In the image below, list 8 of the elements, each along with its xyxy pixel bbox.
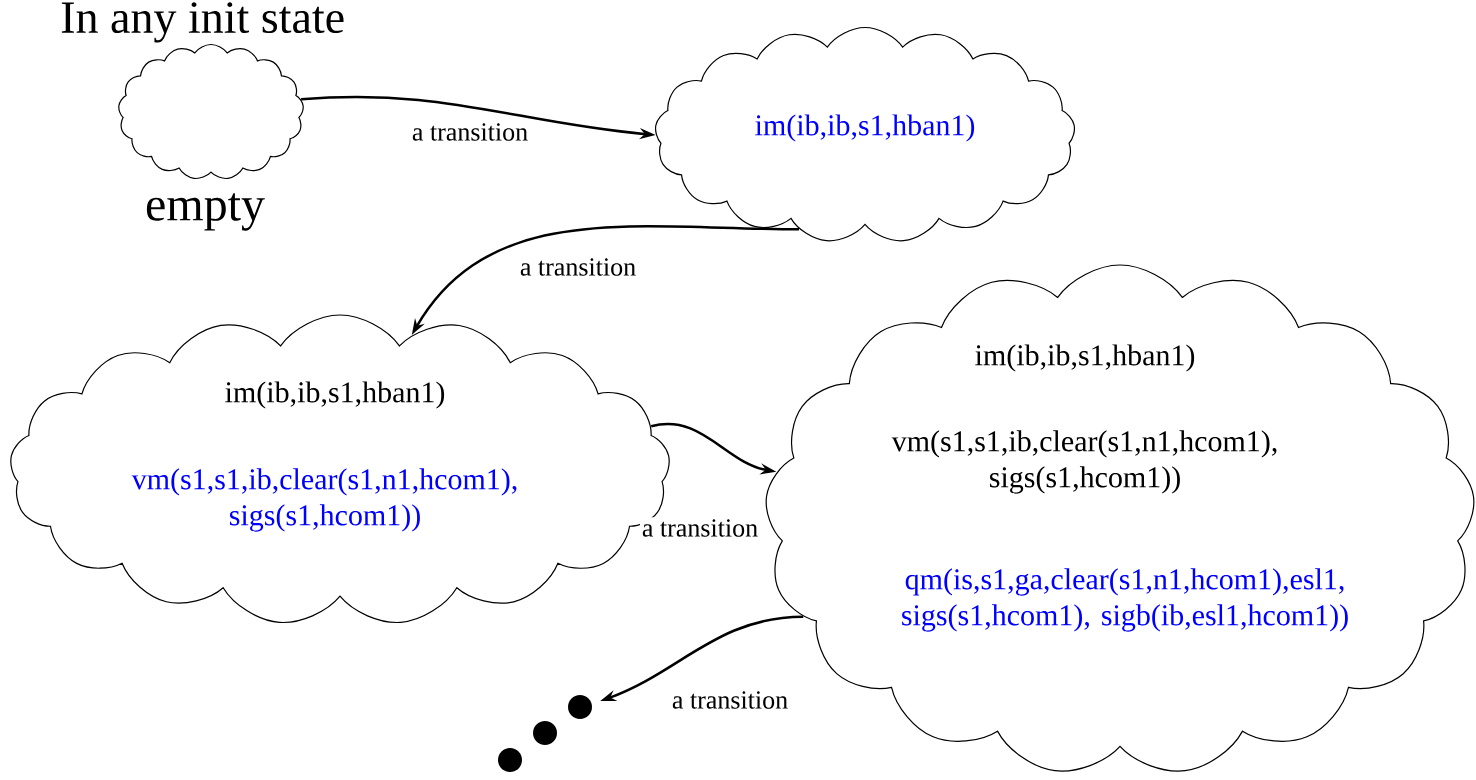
edge-label: a transition [517, 256, 639, 278]
ellipsis-dots [498, 695, 592, 772]
edge-label: a transition [639, 517, 761, 539]
title: In any init state [61, 2, 344, 43]
thought-cloud: empty [118, 43, 304, 231]
edge-label: a transition [409, 121, 531, 143]
thought-cloud: im(ib,ib,s1,hban1) [655, 26, 1076, 242]
node-label: empty [146, 193, 265, 231]
